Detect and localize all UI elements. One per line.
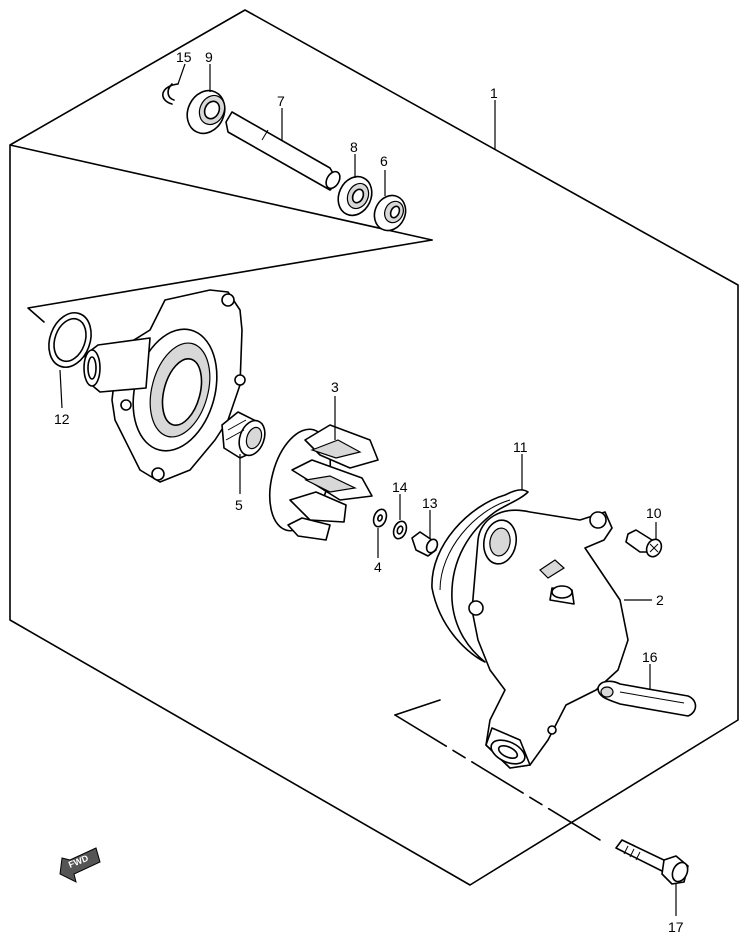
mechanical-seal-part-5 bbox=[221, 411, 266, 459]
circlip-part-15 bbox=[162, 83, 179, 105]
callout-13: 13 bbox=[422, 495, 438, 511]
bracket-part-16 bbox=[597, 680, 697, 717]
assembly-divider-upper bbox=[27, 239, 433, 323]
gasket-part-11 bbox=[431, 489, 529, 663]
callout-17: 17 bbox=[668, 919, 684, 935]
callout-16: 16 bbox=[642, 649, 658, 665]
shaft-part-7 bbox=[225, 111, 341, 191]
washer-part-4 bbox=[372, 508, 388, 528]
callout-2: 2 bbox=[656, 592, 664, 608]
seal-part-6 bbox=[373, 194, 407, 232]
callout-10: 10 bbox=[646, 505, 662, 521]
impeller-part-3 bbox=[268, 424, 379, 541]
callout-11: 11 bbox=[513, 439, 528, 455]
callout-14: 14 bbox=[392, 479, 408, 495]
callout-12: 12 bbox=[54, 411, 70, 427]
bearing-part-9 bbox=[186, 89, 226, 135]
callout-6: 6 bbox=[380, 153, 388, 169]
callout-7: 7 bbox=[277, 93, 285, 109]
assembly-divider-lower bbox=[394, 699, 441, 716]
leader-lines bbox=[59, 63, 677, 916]
pump-body-part-2 bbox=[468, 509, 629, 769]
callout-1: 1 bbox=[490, 85, 498, 101]
bearing-part-8 bbox=[337, 175, 373, 217]
callout-9: 9 bbox=[205, 49, 213, 65]
callout-numbers: 1 2 3 4 5 6 7 8 9 10 11 12 13 14 15 16 1… bbox=[54, 49, 684, 935]
assembly-outline bbox=[9, 9, 739, 886]
callout-15: 15 bbox=[176, 49, 192, 65]
pump-cover-housing bbox=[83, 289, 246, 483]
bolt-part-17 bbox=[615, 839, 689, 885]
callout-3: 3 bbox=[331, 379, 339, 395]
callout-5: 5 bbox=[235, 497, 243, 513]
callout-8: 8 bbox=[350, 139, 358, 155]
screw-part-10 bbox=[625, 529, 663, 558]
washer-part-14 bbox=[392, 520, 408, 540]
o-ring-part-12 bbox=[48, 312, 92, 368]
callout-4: 4 bbox=[374, 559, 382, 575]
forward-direction-badge: FWD bbox=[59, 847, 101, 883]
assembly-divider-lower-dash bbox=[394, 714, 601, 841]
bolt-part-13 bbox=[411, 531, 439, 557]
